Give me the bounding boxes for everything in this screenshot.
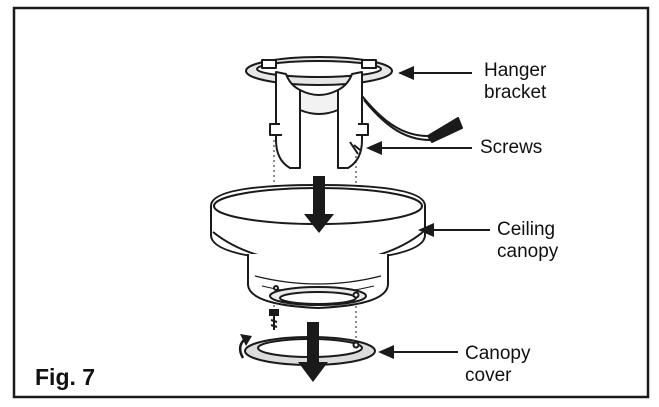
ceiling-canopy-label: Ceiling canopy [497, 219, 559, 262]
screws-label: Screws [480, 137, 543, 158]
figure-number: Fig. 7 [35, 364, 96, 390]
left-pointer-arrow-icon [398, 66, 472, 80]
down-arrow-icon [304, 176, 334, 233]
canopy-screw [269, 309, 279, 330]
left-pointer-arrow-icon [418, 223, 490, 237]
left-pointer-arrow-icon [378, 345, 458, 359]
down-arrow-icon [298, 322, 328, 382]
canopy-cover-label: Canopy cover [465, 343, 531, 386]
left-pointer-arrow-icon [366, 141, 472, 155]
hanger-bracket [245, 56, 463, 169]
hanger-bracket-label: Hanger bracket [484, 60, 547, 103]
rotate-arrow-icon [238, 334, 252, 359]
